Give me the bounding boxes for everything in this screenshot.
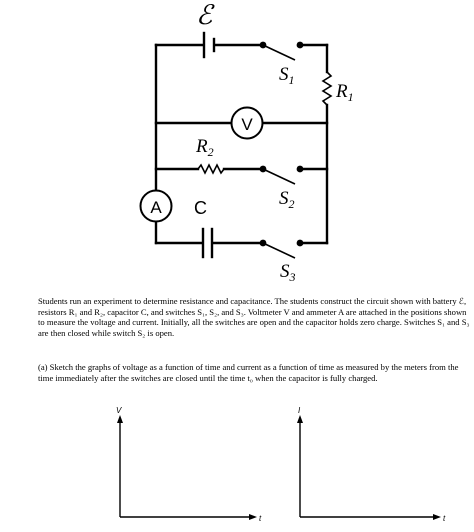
resistor-r1 [321,43,333,245]
resistor-r2 [154,163,265,175]
voltage-graph-axes [117,415,257,520]
voltage-graph-x-label: t [259,514,262,523]
current-graph-y-label: I [298,406,301,415]
s3-label: S3 [280,261,296,284]
r1-label: R1 [335,81,354,104]
switch-s1 [259,41,329,61]
capacitor-symbol [201,227,214,259]
ammeter-label: A [150,198,162,217]
emf-label: ℰ [196,0,215,30]
capacitor-label: C [194,198,207,218]
part-a-question: (a) Sketch the graphs of voltage as a fu… [38,362,459,383]
battery-symbol [202,31,216,59]
switch-s3 [259,239,329,259]
problem-statement: Students run an experiment to determine … [38,296,470,338]
voltmeter-branch [154,106,329,140]
current-graph-x-label: t [443,514,446,523]
voltage-graph-y-label: V [116,406,122,415]
s1-label: S1 [279,64,295,87]
voltmeter-label: V [241,115,253,134]
current-graph-axes [297,415,441,520]
ammeter [139,189,173,223]
r2-label: R2 [195,136,214,159]
switch-s2 [259,165,329,185]
s2-label: S2 [279,188,295,211]
